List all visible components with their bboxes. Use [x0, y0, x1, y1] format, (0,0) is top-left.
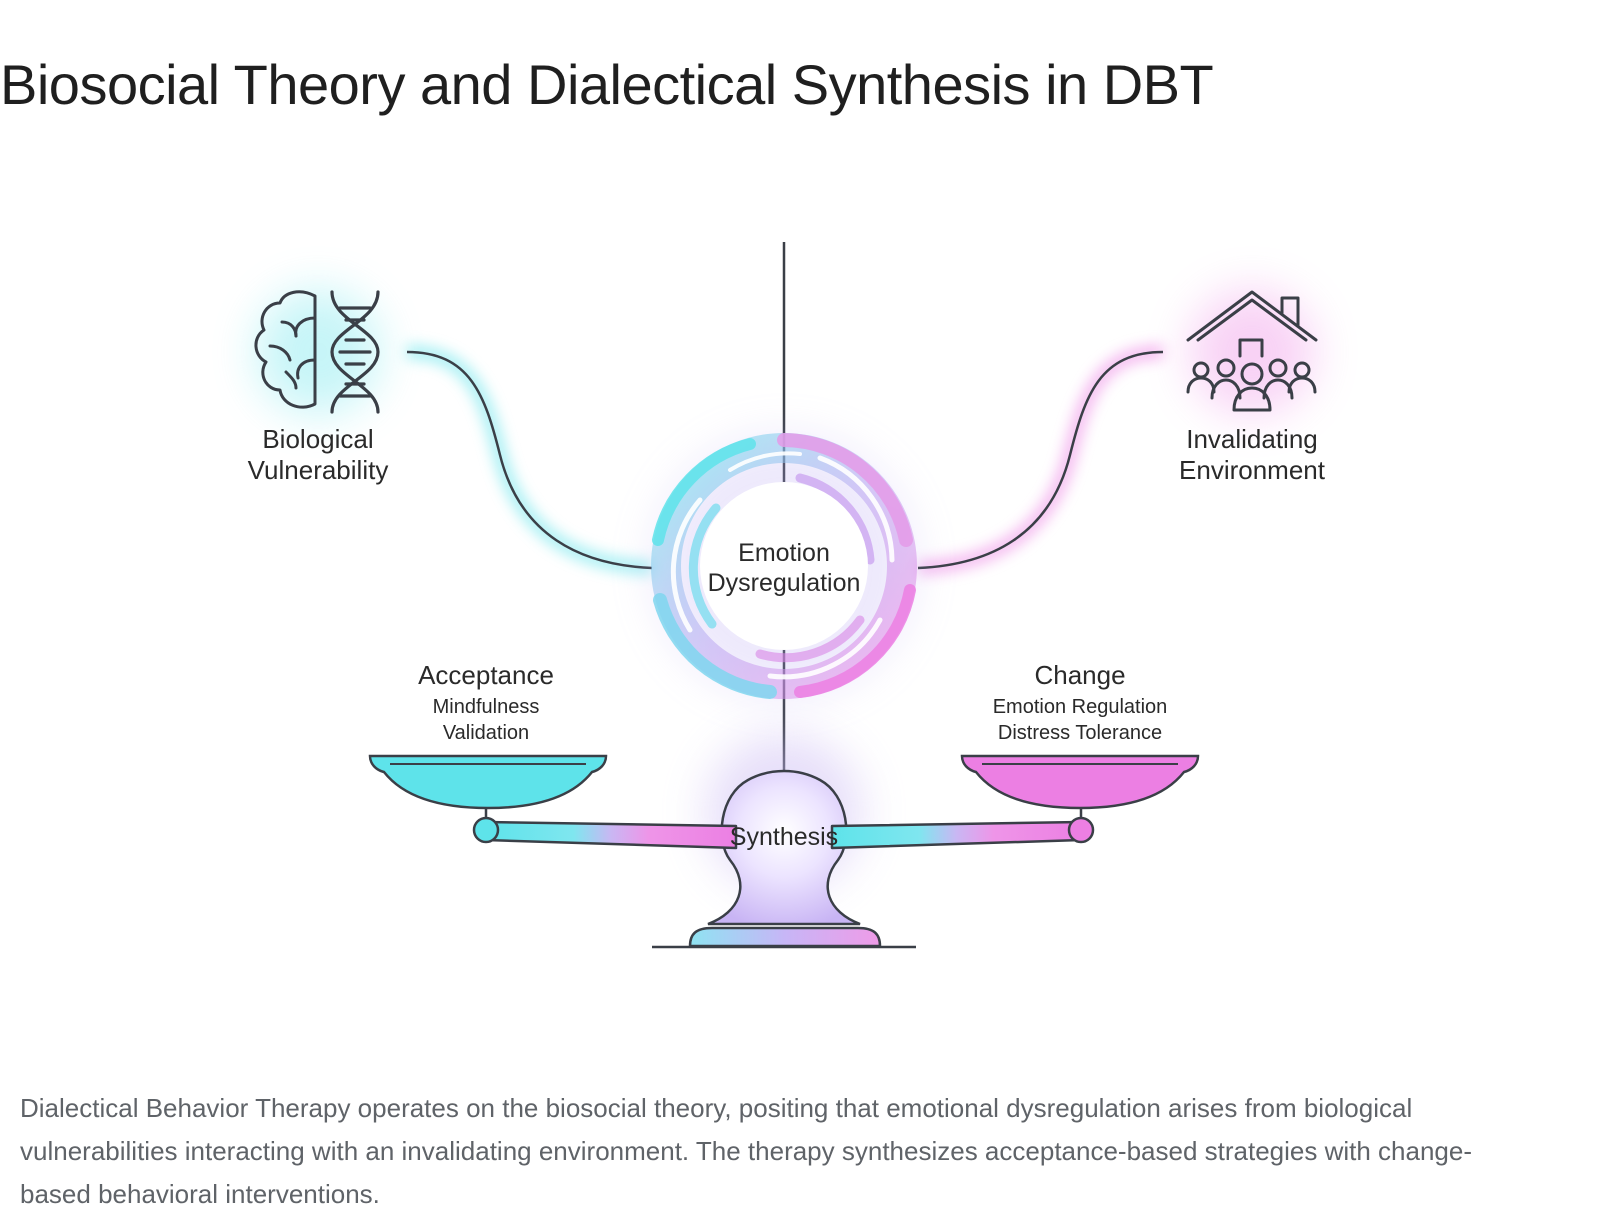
page-title: Biosocial Theory and Dialectical Synthes… [0, 53, 1214, 116]
acceptance-item-mindfulness: Mindfulness [432, 696, 540, 719]
left-connector [406, 345, 653, 575]
brain-dna-icon [254, 290, 380, 414]
change-pan-label: Change Emotion Regulation Distress Toler… [950, 660, 1210, 746]
emotion-dysregulation-line1: Emotion [738, 539, 830, 567]
invalidating-environment-label: Invalidating Environment [1142, 424, 1362, 486]
biological-vulnerability-label: Biological Vulnerability [218, 424, 418, 486]
emotion-dysregulation-label: Emotion Dysregulation [684, 538, 884, 598]
emotion-dysregulation-line2: Dysregulation [707, 569, 861, 597]
acceptance-pan-label: Acceptance Mindfulness Validation [366, 660, 606, 746]
change-heading: Change [1034, 660, 1126, 690]
house-family-icon [1186, 290, 1318, 414]
right-connector [917, 345, 1164, 575]
change-item-emotion-regulation: Emotion Regulation [992, 696, 1168, 719]
acceptance-heading: Acceptance [418, 660, 554, 690]
synthesis-label: Synthesis [729, 823, 839, 851]
swirl-vortex-icon [651, 433, 917, 699]
change-item-distress-tolerance: Distress Tolerance [997, 721, 1163, 744]
balance-scale-icon [368, 734, 1200, 949]
invalidating-environment-line2: Environment [1179, 455, 1325, 486]
invalidating-environment-line1: Invalidating [1186, 424, 1318, 454]
acceptance-item-validation: Validation [442, 721, 530, 744]
caption-text: Dialectical Behavior Therapy operates on… [20, 1093, 1473, 1209]
biological-vulnerability-line1: Biological [262, 424, 374, 454]
biological-vulnerability-line2: Vulnerability [247, 455, 389, 486]
